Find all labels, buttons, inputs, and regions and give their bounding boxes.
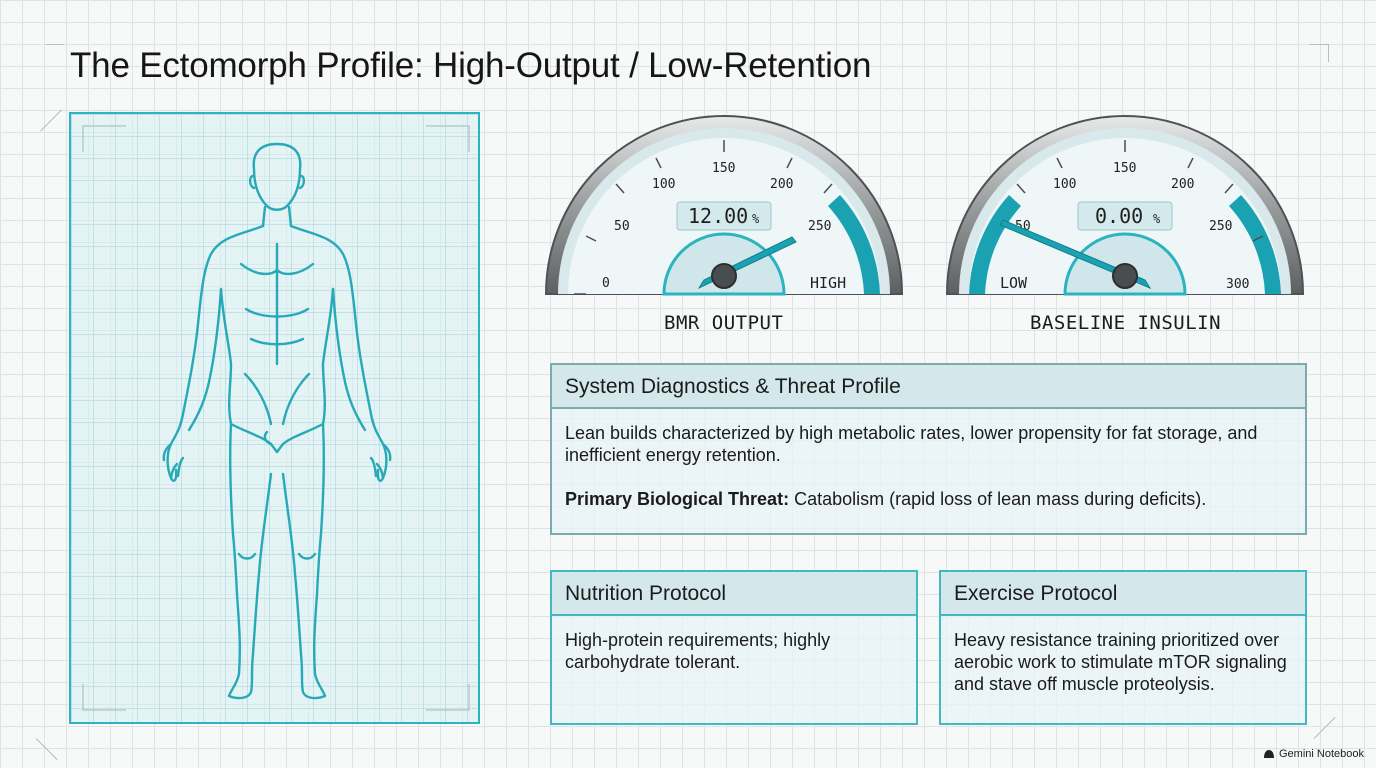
corner-mark: [40, 109, 62, 132]
gauge-tick-label: 250: [808, 219, 831, 234]
brand-label: Gemini Notebook: [1279, 748, 1364, 760]
gauge-tick-label: 100: [1053, 177, 1076, 192]
diagnostics-body: Lean builds characterized by high metabo…: [552, 409, 1305, 523]
baseline-insulin-gauge: 50 100 150 200 250 300 LOW 0.00 %: [945, 115, 1305, 296]
bmr-output-gauge: 0 50 100 150 200 250 HIGH 12.00 %: [544, 115, 904, 296]
nutrition-panel: Nutrition Protocol High-protein requirem…: [550, 570, 918, 725]
gauge-readout-value: 12.00: [688, 204, 748, 228]
diagnostics-header: System Diagnostics & Threat Profile: [552, 365, 1305, 409]
page-title: The Ectomorph Profile: High-Output / Low…: [70, 46, 872, 85]
gauge-tick-label: 250: [1209, 219, 1232, 234]
corner-mark: [1313, 716, 1336, 739]
ectomorph-body-illustration: [82, 125, 470, 711]
gauge-readout-unit: %: [1153, 212, 1161, 226]
gauge-tick-label: 200: [770, 177, 793, 192]
body-figure-panel: [69, 112, 480, 724]
diagnostics-description: Lean builds characterized by high metabo…: [565, 423, 1258, 465]
high-zone-arc: [1229, 195, 1281, 294]
diagnostics-panel: System Diagnostics & Threat Profile Lean…: [550, 363, 1307, 535]
gauge-label-insulin: BASELINE INSULIN: [1030, 312, 1222, 334]
nutrition-header: Nutrition Protocol: [552, 572, 916, 616]
brand-watermark: Gemini Notebook: [1263, 748, 1364, 760]
exercise-panel: Exercise Protocol Heavy resistance train…: [939, 570, 1307, 725]
gauge-tick-label: 0: [602, 276, 610, 291]
gauge-needle: [999, 219, 1152, 290]
gauge-start-label: LOW: [1000, 274, 1028, 292]
notebook-logo-icon: [1264, 750, 1274, 758]
gauge-tick-label: 200: [1171, 177, 1194, 192]
gauge-label-bmr: BMR OUTPUT: [664, 312, 784, 334]
corner-mark: [35, 738, 58, 761]
corner-mark: [1328, 44, 1329, 62]
exercise-header: Exercise Protocol: [941, 572, 1305, 616]
high-zone-arc: [828, 195, 880, 294]
low-zone-arc: [969, 195, 1021, 294]
gauge-tick-label: 300: [1226, 277, 1249, 292]
corner-mark: [1310, 44, 1328, 45]
gauge-tick-label: 50: [614, 219, 630, 234]
gauge-end-label: HIGH: [810, 274, 846, 292]
exercise-body: Heavy resistance training prioritized ov…: [954, 630, 1287, 694]
gauge-readout-unit: %: [752, 212, 760, 226]
gauge-tick-label: 150: [712, 161, 735, 176]
nutrition-body: High-protein requirements; highly carboh…: [565, 630, 831, 672]
gauge-readout-value: 0.00: [1095, 204, 1143, 228]
gauge-tick-label: 100: [652, 177, 675, 192]
threat-label: Primary Biological Threat:: [565, 489, 790, 509]
gauge-tick-label: 150: [1113, 161, 1136, 176]
threat-line: Primary Biological Threat: Catabolism (r…: [565, 488, 1292, 510]
corner-mark: [46, 44, 64, 45]
threat-text: Catabolism (rapid loss of lean mass duri…: [789, 489, 1207, 509]
